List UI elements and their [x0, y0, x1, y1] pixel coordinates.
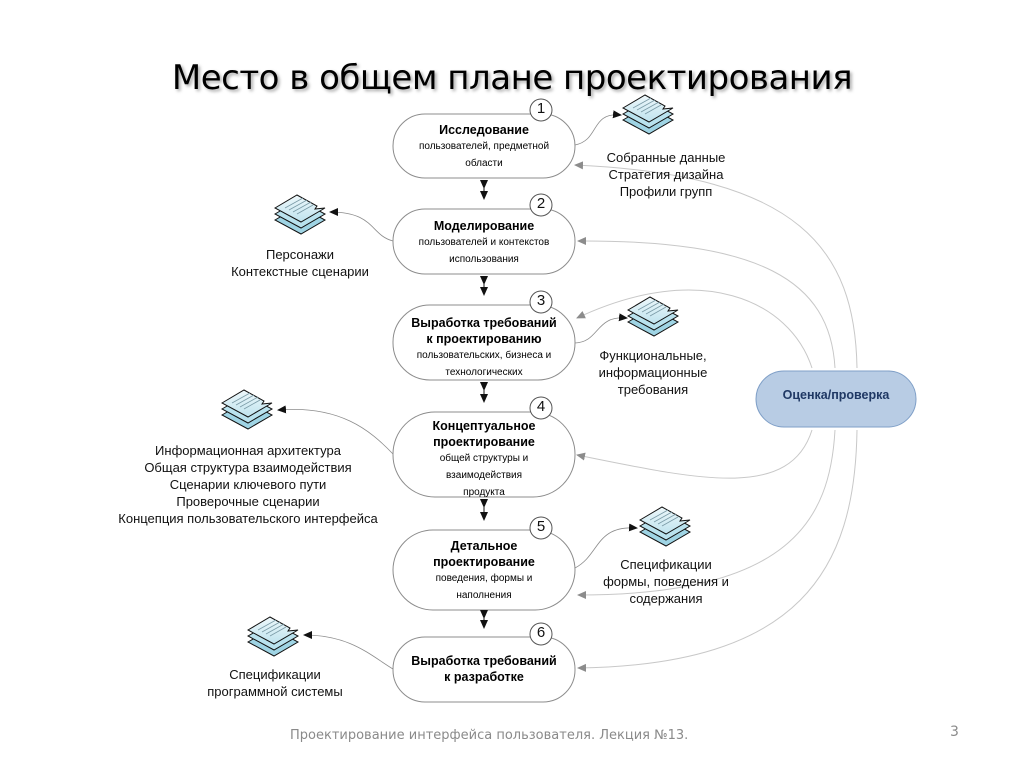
document-stack-icon-6 — [247, 616, 299, 657]
stage-number-circles — [529, 98, 553, 646]
artifact-label-3: Функциональные, информационные требовани… — [563, 347, 743, 398]
artifact-line: требования — [617, 382, 689, 397]
stage-3: Выработка требований к проектированию по… — [393, 315, 575, 381]
artifact-line: Спецификации — [229, 667, 321, 682]
connector-eval-stage1 — [574, 161, 858, 369]
stage-number-2: 2 — [536, 195, 546, 212]
stage-number-4: 4 — [536, 398, 546, 415]
stage-1-title: Исследование — [439, 123, 529, 137]
artifact-connectors — [277, 110, 638, 670]
artifact-line: Профили групп — [619, 184, 713, 199]
stage-4-subtitle-line: общей структуры и — [439, 453, 529, 464]
connector-eval-stage3 — [576, 289, 813, 369]
page-number: 3 — [950, 724, 959, 740]
stage-4-subtitle-line: взаимодействия — [445, 470, 523, 481]
stage-3-title-line: Выработка требований — [411, 316, 557, 330]
stage-4-title-line: Концептуальное — [432, 419, 536, 433]
artifact-line: Концепция пользовательского интерфейса — [118, 511, 378, 526]
document-stack-icon-1 — [622, 94, 674, 135]
artifact-line: Собранные данные — [606, 150, 726, 165]
connector-eval-stage5 — [577, 429, 836, 599]
stage-2-subtitle-line: пользователей и контекстов — [418, 237, 550, 248]
stage-4-subtitle-line: продукта — [463, 487, 505, 498]
stage-5-subtitle-line: поведения, формы и — [435, 573, 533, 584]
stage-3-title-line: к проектированию — [426, 332, 542, 346]
stage-box-6 — [392, 636, 576, 703]
connector-eval-stage2 — [577, 236, 836, 369]
stage-6-title-line: к разработке — [444, 670, 524, 684]
artifact-line: Персонажи — [265, 247, 335, 262]
stage-boxes — [392, 113, 576, 703]
stage-number-1: 1 — [536, 100, 546, 117]
slide-footer: Проектирование интерфейса пользователя. … — [290, 728, 689, 743]
slide-title: Место в общем плане проектирования — [171, 58, 853, 98]
stage-6: Выработка требований к разработке — [393, 653, 575, 685]
stage-box-2 — [392, 208, 576, 275]
artifact-line: Сценарии ключевого пути — [169, 477, 327, 492]
artifact-label-1: Собранные данные Стратегия дизайна Профи… — [576, 149, 756, 200]
document-stack-icon-2 — [274, 194, 326, 235]
stage-1-subtitle-line: пользователей, предметной — [418, 141, 550, 152]
document-stack-icon-3 — [627, 296, 679, 337]
stage-box-3 — [392, 304, 576, 381]
artifact-line: формы, поведения и — [603, 574, 729, 589]
stage-number-6: 6 — [536, 624, 546, 641]
stage-3-subtitle-line: пользовательских, бизнеса и — [416, 350, 552, 361]
stage-1: Исследование пользователей, предметной о… — [393, 122, 575, 172]
stage-5-subtitle-line: наполнения — [456, 590, 512, 601]
stage-number-3: 3 — [536, 292, 546, 309]
stage-5: Детальное проектирование поведения, форм… — [393, 538, 575, 604]
artifact-line: Стратегия дизайна — [608, 167, 724, 182]
artifact-line: содержания — [629, 591, 703, 606]
artifact-label-2: Персонажи Контекстные сценарии — [210, 246, 390, 280]
stage-6-title-line: Выработка требований — [411, 654, 557, 668]
artifact-label-5: Спецификации формы, поведения и содержан… — [576, 556, 756, 607]
document-stack-icon-4 — [221, 389, 273, 430]
stage-number-5: 5 — [536, 518, 546, 535]
stage-5-title-line: Детальное — [450, 539, 518, 553]
artifact-line: программной системы — [207, 684, 343, 699]
stage-2-title: Моделирование — [433, 219, 535, 233]
artifact-line: Общая структура взаимодействия — [144, 460, 352, 475]
stage-box-1 — [392, 113, 576, 179]
evaluation-node — [755, 370, 917, 428]
artifact-line: Функциональные, — [599, 348, 707, 363]
evaluation-label: Оценка/проверка — [782, 388, 890, 402]
document-stack-icon-5 — [639, 506, 691, 547]
stage-5-title-line: проектирование — [433, 555, 535, 569]
stage-4: Концептуальное проектирование общей стру… — [393, 418, 575, 501]
stage-3-subtitle-line: технологических — [445, 367, 523, 378]
artifact-label-4: Информационная архитектура Общая структу… — [98, 442, 398, 527]
stage-box-4 — [392, 411, 576, 498]
artifact-line: Контекстные сценарии — [231, 264, 369, 279]
artifact-line: Спецификации — [620, 557, 712, 572]
stage-4-title-line: проектирование — [433, 435, 535, 449]
artifact-label-6: Спецификации программной системы — [185, 666, 365, 700]
stage-1-subtitle-line: области — [465, 158, 503, 169]
stage-2-subtitle-line: использования — [449, 254, 519, 265]
artifact-line: Проверочные сценарии — [176, 494, 320, 509]
evaluation-connectors — [574, 161, 858, 672]
connector-eval-stage6 — [577, 429, 858, 672]
connector-eval-stage4 — [576, 429, 813, 479]
artifact-line: Информационная архитектура — [155, 443, 341, 458]
artifact-line: информационные — [598, 365, 708, 380]
stage-2: Моделирование пользователей и контекстов… — [393, 218, 575, 268]
